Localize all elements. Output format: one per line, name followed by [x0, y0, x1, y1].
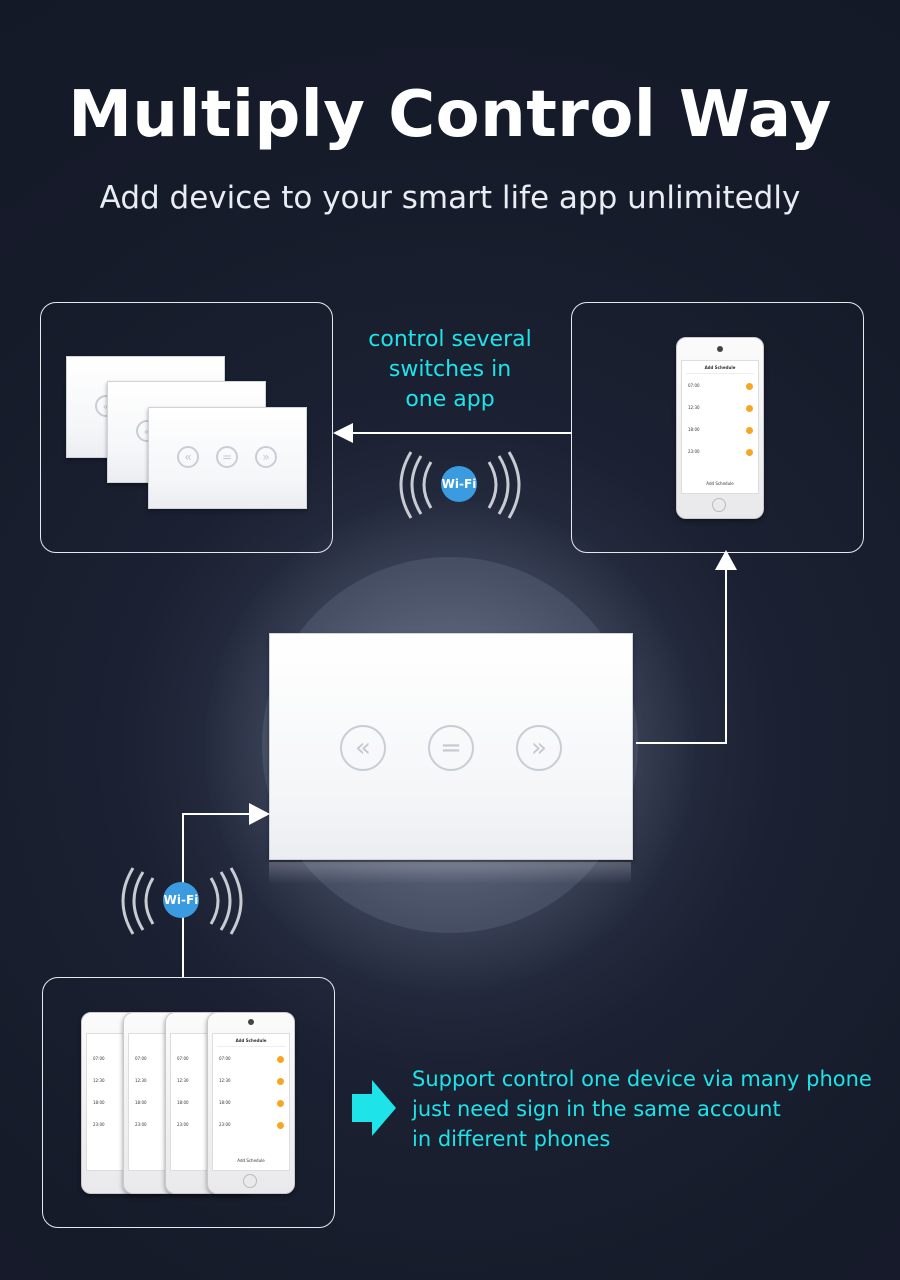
wifi-waves-icon [121, 867, 243, 935]
bottom-caption-line: just need sign in the same account [412, 1097, 781, 1121]
chevron-double-right-icon: » [516, 725, 562, 771]
phone: Add Schedule 07:00 12:30 18:00 23:00 Add… [676, 337, 764, 519]
phone-screen: Add Schedule 07:00 12:30 18:00 23:00 Add… [212, 1033, 290, 1171]
toggle-icon [746, 383, 753, 390]
multi-switch-panel: « « « = » [40, 302, 333, 553]
schedule-time: 18:00 [219, 1100, 231, 1105]
schedule-time: 23:00 [177, 1122, 189, 1127]
equals-icon: = [216, 446, 238, 468]
toggle-icon [746, 427, 753, 434]
home-button-icon [243, 1174, 257, 1188]
schedule-time: 18:00 [177, 1100, 189, 1105]
schedule-time: 12:30 [219, 1078, 231, 1083]
single-phone-panel: Add Schedule 07:00 12:30 18:00 23:00 Add… [571, 302, 864, 553]
wifi-icon: Wi-Fi [163, 882, 199, 918]
multi-phone-panel: 07:00 12:30 18:00 23:00 07:00 12:30 18:0… [42, 977, 335, 1228]
schedule-time: 23:00 [688, 449, 700, 454]
equals-icon: = [428, 725, 474, 771]
bottom-caption: Support control one device via many phon… [412, 1064, 892, 1154]
chevron-double-right-icon: » [255, 446, 277, 468]
screen-header: Add Schedule [235, 1038, 267, 1043]
arrow-right-icon [352, 1080, 396, 1136]
arrow-left-icon [333, 423, 353, 443]
top-caption-line: switches in [388, 357, 512, 382]
screen-header: Add Schedule [704, 365, 736, 370]
phone: Add Schedule 07:00 12:30 18:00 23:00 Add… [207, 1012, 295, 1194]
phone-screen: Add Schedule 07:00 12:30 18:00 23:00 Add… [681, 360, 759, 494]
arrow-line [636, 742, 727, 744]
switch-thumb-front: « = » [148, 407, 307, 509]
wifi-icon: Wi-Fi [441, 466, 477, 502]
wifi-waves-icon [399, 451, 521, 519]
chevron-double-left-icon: « [340, 725, 386, 771]
arrow-line [725, 568, 727, 744]
schedule-time: 18:00 [688, 427, 700, 432]
schedule-time: 18:00 [135, 1100, 147, 1105]
schedule-time: 07:00 [688, 383, 700, 388]
divider [217, 1046, 285, 1047]
bottom-caption-line: in different phones [412, 1127, 611, 1151]
schedule-time: 12:30 [135, 1078, 147, 1083]
chevron-double-left-icon: « [177, 446, 199, 468]
arrow-right-icon [249, 803, 270, 825]
arrow-line [352, 432, 572, 434]
camera-icon [248, 1019, 254, 1025]
divider [686, 373, 754, 374]
schedule-time: 23:00 [219, 1122, 231, 1127]
arrow-line [182, 813, 252, 815]
schedule-time: 07:00 [93, 1056, 105, 1061]
schedule-time: 18:00 [93, 1100, 105, 1105]
toggle-icon [277, 1078, 284, 1085]
switch-reflection [269, 862, 631, 884]
toggle-icon [277, 1056, 284, 1063]
schedule-time: 07:00 [177, 1056, 189, 1061]
arrow-up-icon [715, 550, 737, 570]
schedule-time: 23:00 [93, 1122, 105, 1127]
main-switch: « = » [269, 633, 633, 860]
toggle-icon [277, 1100, 284, 1107]
schedule-time: 07:00 [135, 1056, 147, 1061]
screen-footer: Add Schedule [706, 481, 734, 486]
page-subtitle: Add device to your smart life app unlimi… [99, 180, 801, 216]
toggle-icon [746, 449, 753, 456]
home-button-icon [712, 498, 726, 512]
top-caption-line: one app [405, 387, 495, 412]
top-caption-line: control several [368, 327, 532, 352]
toggle-icon [277, 1122, 284, 1129]
toggle-icon [746, 405, 753, 412]
schedule-time: 07:00 [219, 1056, 231, 1061]
camera-icon [717, 346, 723, 352]
schedule-time: 23:00 [135, 1122, 147, 1127]
top-caption: control several switches in one app [350, 325, 550, 415]
schedule-time: 12:30 [177, 1078, 189, 1083]
screen-footer: Add Schedule [237, 1158, 265, 1163]
bottom-caption-line: Support control one device via many phon… [412, 1067, 872, 1091]
page-title: Multiply Control Way [68, 78, 832, 152]
schedule-time: 12:30 [93, 1078, 105, 1083]
schedule-time: 12:30 [688, 405, 700, 410]
